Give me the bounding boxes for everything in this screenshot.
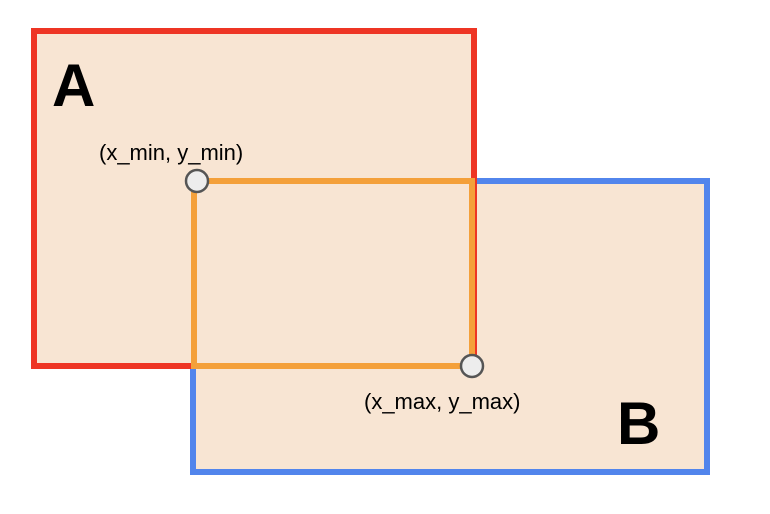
intersection-box bbox=[191, 178, 475, 369]
max-point bbox=[459, 353, 485, 379]
min-point bbox=[184, 168, 210, 194]
box-a-label: A bbox=[52, 52, 95, 119]
min-point-label: (x_min, y_min) bbox=[99, 140, 243, 165]
box-b-label: B bbox=[617, 390, 660, 457]
max-point-label: (x_max, y_max) bbox=[364, 389, 520, 414]
box-b-fill-overlap bbox=[196, 184, 471, 363]
